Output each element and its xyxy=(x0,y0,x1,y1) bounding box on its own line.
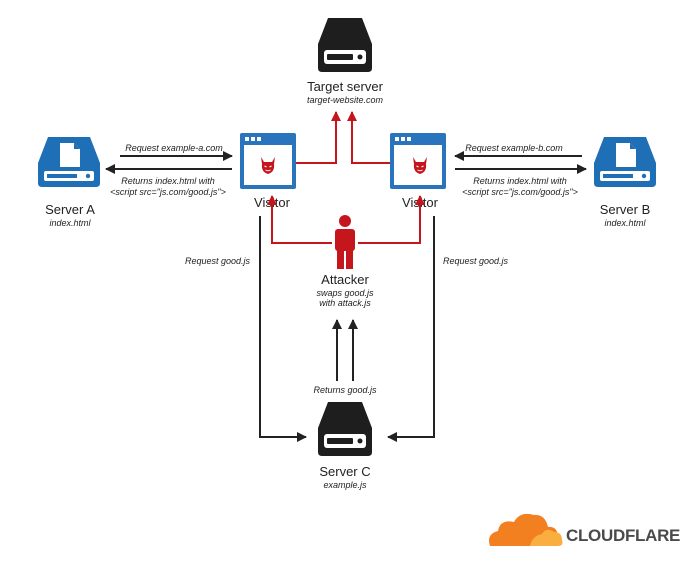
attacker: Attacker swaps good.js with attack.js xyxy=(316,215,374,308)
arrow-attacker-to-visitor-left xyxy=(267,195,332,244)
red-arrows xyxy=(267,111,425,244)
label-returns-a-2: <script src="js.com/good.js"> xyxy=(110,187,226,197)
attacker-subtitle-1: swaps good.js xyxy=(316,288,374,298)
arrow-request-good-left xyxy=(259,216,307,442)
target-server: Target server target-website.com xyxy=(307,18,384,105)
arrow-request-good-right xyxy=(387,216,435,442)
label-request-good-right: Request good.js xyxy=(443,256,509,266)
server-a: Server A index.html xyxy=(38,137,100,228)
arrow-visitor-right-to-target xyxy=(347,111,390,164)
browser-window-icon xyxy=(240,133,296,189)
target-server-subtitle: target-website.com xyxy=(307,95,384,105)
cloudflare-cloud-icon xyxy=(489,513,563,546)
server-icon xyxy=(318,402,372,456)
attacker-title: Attacker xyxy=(321,272,369,287)
server-a-title: Server A xyxy=(45,202,95,217)
label-request-a: Request example-a.com xyxy=(125,143,223,153)
document-server-icon xyxy=(38,137,100,187)
label-returns-b-1: Returns index.html with xyxy=(473,176,567,186)
arrow-attacker-to-visitor-right xyxy=(358,195,425,244)
devil-icon xyxy=(413,157,427,174)
visitor-left: Visitor xyxy=(240,133,296,210)
server-c: Server C example.js xyxy=(318,402,372,490)
dark-arrows xyxy=(105,151,587,442)
server-c-subtitle: example.js xyxy=(323,480,367,490)
devil-icon xyxy=(261,157,275,174)
edge-labels: Request example-a.com Returns index.html… xyxy=(110,143,578,395)
server-icon xyxy=(318,18,372,72)
cloudflare-logo: CLOUDFLARE xyxy=(489,513,680,546)
label-returns-b-2: <script src="js.com/good.js"> xyxy=(462,187,578,197)
label-returns-good: Returns good.js xyxy=(313,385,377,395)
server-b-subtitle: index.html xyxy=(604,218,646,228)
server-b-title: Server B xyxy=(600,202,651,217)
document-server-icon xyxy=(594,137,656,187)
person-icon xyxy=(335,215,355,269)
label-request-good-left: Request good.js xyxy=(185,256,251,266)
label-returns-a-1: Returns index.html with xyxy=(121,176,215,186)
server-a-subtitle: index.html xyxy=(49,218,91,228)
attacker-subtitle-2: with attack.js xyxy=(319,298,371,308)
cloudflare-wordmark: CLOUDFLARE xyxy=(566,526,680,545)
label-request-b: Request example-b.com xyxy=(465,143,563,153)
target-server-title: Target server xyxy=(307,79,384,94)
arrow-visitor-left-to-target xyxy=(296,111,341,164)
server-c-title: Server C xyxy=(319,464,370,479)
browser-window-icon xyxy=(390,133,446,189)
server-b: Server B index.html xyxy=(594,137,656,228)
visitor-right: Visitor xyxy=(390,133,446,210)
